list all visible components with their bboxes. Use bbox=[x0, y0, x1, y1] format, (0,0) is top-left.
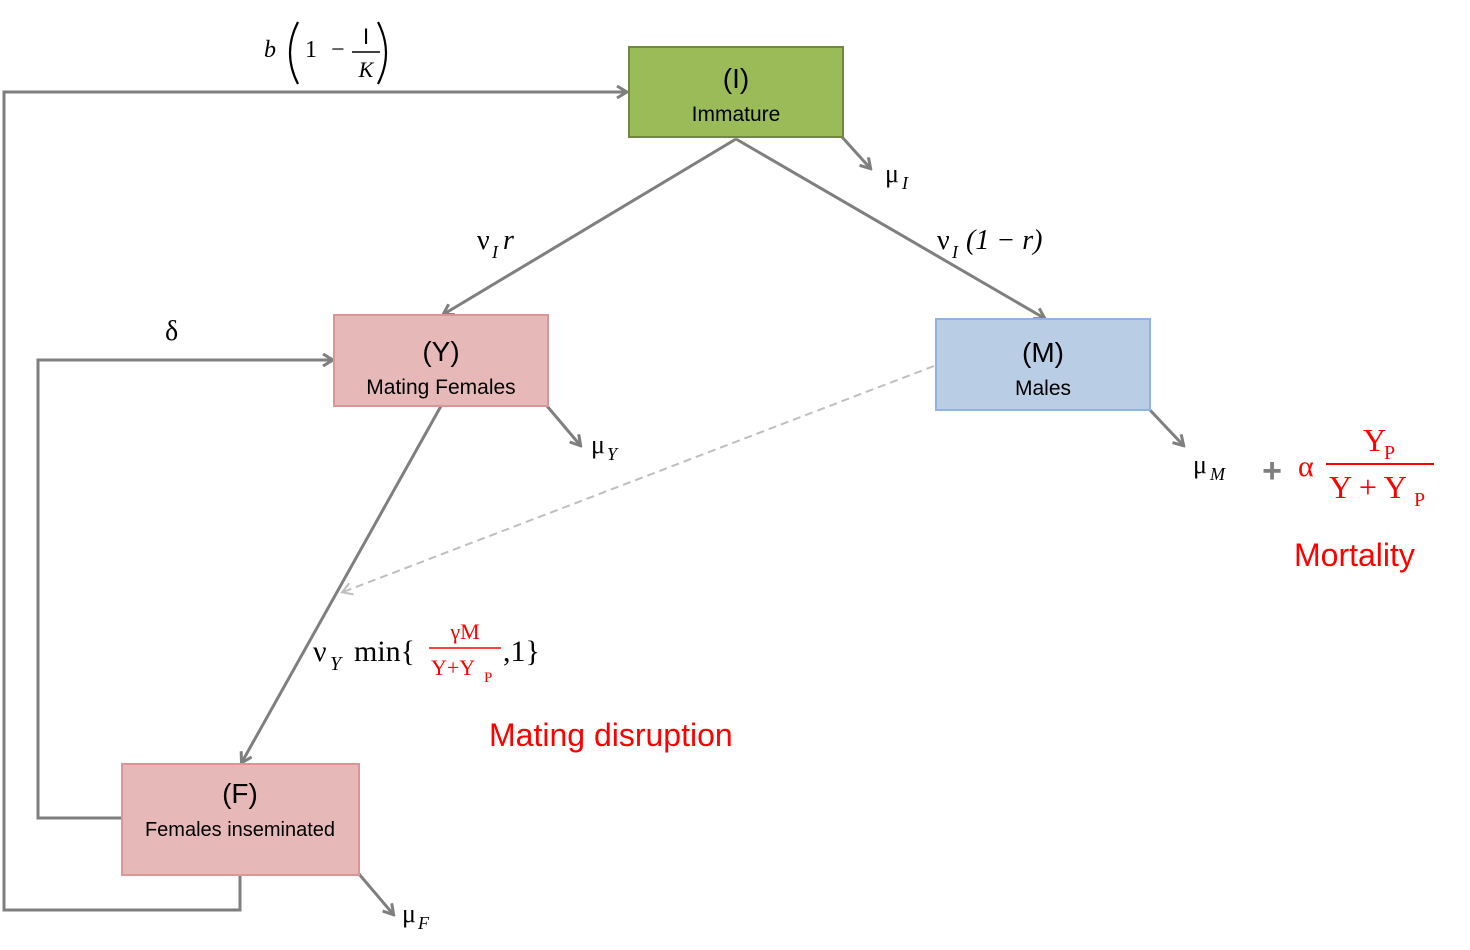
males-mortality-arrow bbox=[1147, 407, 1183, 445]
birth-one: 1 bbox=[305, 37, 317, 63]
mating-numerator: γM bbox=[449, 619, 479, 644]
immature-to-males-arrow bbox=[735, 137, 1044, 318]
to-males-nu: ν bbox=[937, 225, 950, 256]
male-influence-dashed-arrow bbox=[340, 365, 935, 596]
birth-left-paren bbox=[288, 21, 299, 85]
birth-rate-label: b 1 − I K bbox=[264, 21, 388, 85]
immature-mu-sub: I bbox=[901, 173, 909, 193]
females-inseminated-mu-sub: F bbox=[417, 913, 430, 933]
birth-minus: − bbox=[331, 37, 345, 63]
birth-right-paren bbox=[377, 21, 388, 85]
mating-females-mu: μ bbox=[591, 430, 605, 459]
mating-females-mortality-label: μ Y bbox=[591, 430, 619, 464]
pheromone-numerator-sub: P bbox=[1384, 442, 1395, 464]
immature-symbol: (I) bbox=[723, 63, 749, 94]
mating-denominator: Y+Y bbox=[431, 655, 475, 680]
to-males-rate-label: ν I (1 − r) bbox=[937, 225, 1042, 262]
immature-to-females-arrow bbox=[444, 137, 737, 314]
males-mortality-label: μ M bbox=[1193, 450, 1226, 484]
pheromone-mortality-term: + α Y P Y + Y P bbox=[1262, 422, 1434, 511]
mating-denominator-sub: P bbox=[484, 670, 492, 686]
immature-box bbox=[628, 46, 844, 138]
mating-rate-label: ν Y min{ γM Y+Y P ,1} bbox=[313, 619, 540, 686]
immature-mortality-arrow bbox=[840, 135, 870, 168]
birth-denominator: K bbox=[358, 57, 375, 82]
mating-disruption-annotation: Mating disruption bbox=[489, 717, 733, 753]
plus-sign: + bbox=[1262, 452, 1282, 490]
alpha-symbol: α bbox=[1298, 450, 1314, 483]
to-females-rate: r bbox=[503, 225, 514, 256]
mating-females-box bbox=[333, 314, 549, 407]
immature-mortality-label: μ I bbox=[885, 159, 909, 193]
mating-arrow bbox=[242, 405, 443, 762]
mating-sub: Y bbox=[330, 653, 343, 675]
males-symbol: (M) bbox=[1022, 337, 1064, 368]
mortality-annotation: Mortality bbox=[1294, 537, 1415, 573]
recycle-rate-label: δ bbox=[165, 316, 178, 347]
immature-node[interactable]: (I) Immature bbox=[628, 46, 844, 138]
to-males-rate: (1 − r) bbox=[966, 225, 1042, 256]
pheromone-denominator-sub: P bbox=[1414, 489, 1425, 511]
males-label: Males bbox=[1015, 377, 1071, 400]
females-inseminated-mu: μ bbox=[402, 899, 416, 928]
birth-feedback-arrow bbox=[2, 92, 626, 912]
mating-nu: ν bbox=[313, 635, 327, 668]
birth-numerator: I bbox=[363, 24, 369, 49]
birth-coef: b bbox=[264, 37, 276, 63]
females-inseminated-mortality-label: μ F bbox=[402, 899, 430, 933]
to-females-sub: I bbox=[491, 242, 499, 262]
mating-females-mortality-arrow bbox=[545, 405, 580, 445]
females-inseminated-node[interactable]: (F) Females inseminated bbox=[121, 763, 360, 876]
mating-females-symbol: (Y) bbox=[422, 336, 459, 367]
mating-females-mu-sub: Y bbox=[607, 444, 619, 464]
females-inseminated-mortality-arrow bbox=[357, 873, 393, 914]
males-node[interactable]: (M) Males bbox=[935, 318, 1151, 411]
females-inseminated-label: Females inseminated bbox=[145, 819, 335, 841]
immature-mu: μ bbox=[885, 159, 899, 188]
recycle-arrow bbox=[36, 360, 332, 820]
to-females-nu: ν bbox=[477, 225, 490, 256]
males-box bbox=[935, 318, 1151, 411]
females-inseminated-symbol: (F) bbox=[222, 778, 258, 809]
males-mu: μ bbox=[1193, 450, 1207, 479]
males-mu-sub: M bbox=[1209, 464, 1226, 484]
mating-func: min{ bbox=[354, 635, 415, 668]
to-females-rate-label: ν I r bbox=[477, 225, 514, 262]
females-inseminated-box bbox=[121, 763, 360, 876]
mating-females-node[interactable]: (Y) Mating Females bbox=[333, 314, 549, 407]
pheromone-denominator: Y + Y bbox=[1329, 469, 1407, 505]
pheromone-numerator: Y bbox=[1363, 422, 1386, 458]
mating-females-label: Mating Females bbox=[366, 376, 515, 399]
to-males-sub: I bbox=[951, 242, 959, 262]
mating-tail: ,1} bbox=[503, 635, 540, 668]
immature-label: Immature bbox=[692, 103, 781, 126]
